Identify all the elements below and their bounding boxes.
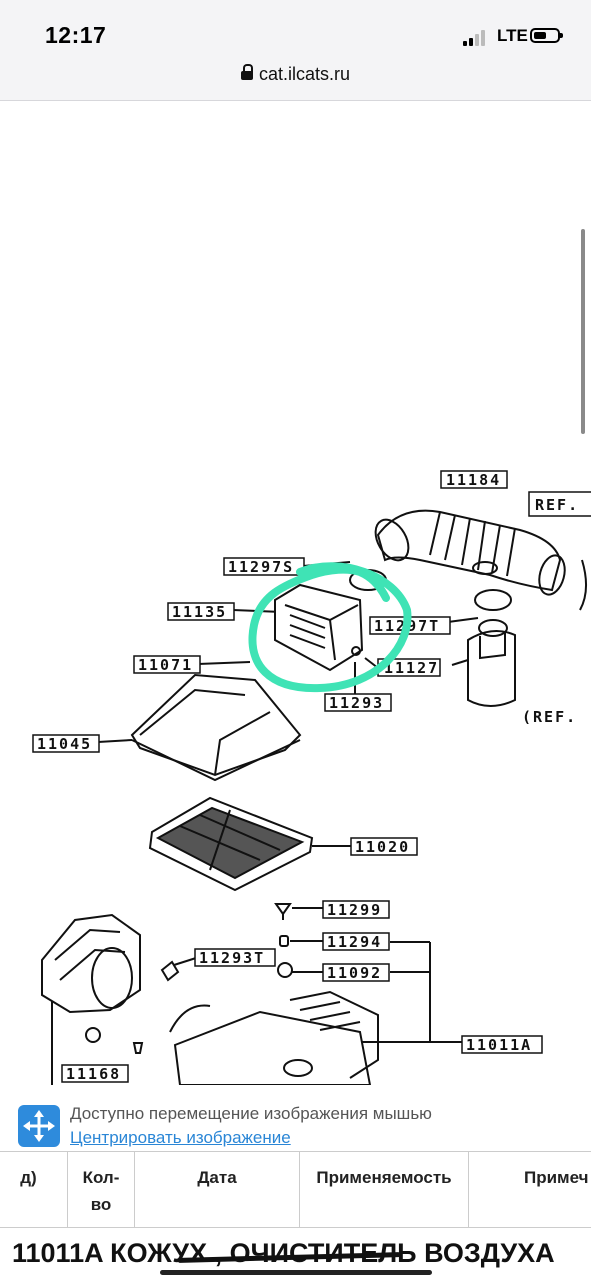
info-bar [0, 1085, 591, 1151]
ref-label-top[interactable]: REF. [535, 496, 579, 514]
part-label-11071[interactable]: 11071 [138, 656, 193, 674]
part-label-11294[interactable]: 11294 [327, 933, 382, 951]
column-header-date[interactable]: Дата [135, 1152, 300, 1227]
part-label-11135[interactable]: 11135 [172, 603, 227, 621]
lock-icon [240, 64, 253, 81]
center-image-link[interactable]: Центрировать изображение [70, 1128, 291, 1147]
network-type: LTE [497, 26, 528, 45]
page-scrollbar[interactable] [581, 229, 585, 434]
column-header-applicability[interactable]: Применяемость [300, 1152, 469, 1227]
url-text: cat.ilcats.ru [258, 64, 351, 84]
column-header-quantity[interactable]: Кол-во [68, 1152, 135, 1227]
parts-diagram[interactable]: 11184 REF. 11297S 11135 11297T 11071 111… [0, 101, 591, 1085]
part-label-11020[interactable]: 11020 [355, 838, 410, 856]
part-label-11299[interactable]: 11299 [327, 901, 382, 919]
move-arrows-icon [18, 1105, 60, 1147]
part-label-11184[interactable]: 11184 [446, 471, 501, 489]
part-label-11168[interactable]: 11168 [66, 1065, 121, 1083]
ref-label-bottom[interactable]: (REF. [522, 708, 577, 726]
column-header-note[interactable]: Примеч [524, 1168, 589, 1187]
home-indicator[interactable] [160, 1270, 432, 1275]
part-label-11293t[interactable]: 11293T [199, 949, 265, 967]
signal-icon [463, 30, 493, 46]
battery-icon [530, 28, 563, 43]
status-time: 12:17 [45, 22, 107, 48]
part-label-11011a[interactable]: 11011A [466, 1036, 532, 1054]
column-header-partial[interactable]: д) [0, 1152, 68, 1227]
part-label-11092[interactable]: 11092 [327, 964, 382, 982]
parts-table-header: д) Кол-во Дата Применяемость Примеч [0, 1151, 591, 1228]
part-label-11045[interactable]: 11045 [37, 735, 92, 753]
part-label-11127[interactable]: 11127 [384, 659, 439, 677]
part-label-11297s[interactable]: 11297S [228, 558, 294, 576]
parts-diagram-drawing: 11184 REF. 11297S 11135 11297T 11071 111… [32, 470, 591, 1085]
address-bar[interactable]: cat.ilcats.ru [0, 64, 591, 85]
part-row-title[interactable]: 11011A КОЖУХ , ОЧИСТИТЕЛЬ ВОЗДУХА [12, 1238, 555, 1268]
move-hint-text: Доступно перемещение изображения мышью [70, 1104, 432, 1123]
highlight-circle [248, 562, 412, 693]
browser-status-bar: 12:17 LTE cat.ilcats.ru [0, 0, 591, 101]
part-label-11293[interactable]: 11293 [329, 694, 384, 712]
